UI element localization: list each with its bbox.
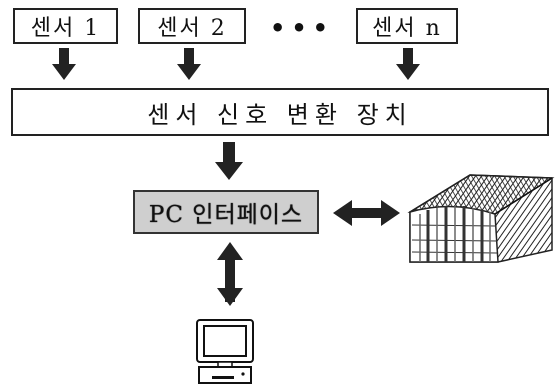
arrow-interface-computer: [217, 242, 243, 306]
computer-icon: [196, 319, 254, 384]
sensor-n-box: 센서 n: [356, 8, 458, 44]
arrow-interface-greenhouse: [333, 200, 400, 226]
sensor-n-label: 센서 n: [372, 16, 442, 41]
sensor-1-box: 센서 1: [13, 8, 118, 44]
sensor-ellipsis: •••: [270, 14, 335, 42]
greenhouse-icon: [407, 174, 555, 263]
sensor-1-label: 센서 1: [30, 16, 101, 41]
pc-interface-label: PC 인터페이스: [148, 202, 304, 228]
sensor-2-box: 센서 2: [138, 8, 246, 44]
converter-label: 센서 신호 변환 장치: [147, 100, 413, 129]
sensor-signal-converter-box: 센서 신호 변환 장치: [11, 88, 549, 136]
arrow-converter-down: [215, 142, 243, 180]
sensor-2-label: 센서 2: [157, 16, 227, 41]
pc-interface-box: PC 인터페이스: [133, 190, 319, 234]
arrow-sensor-2-down: [177, 48, 201, 80]
arrow-sensor-1-down: [52, 48, 76, 80]
arrow-sensor-n-down: [396, 48, 420, 80]
